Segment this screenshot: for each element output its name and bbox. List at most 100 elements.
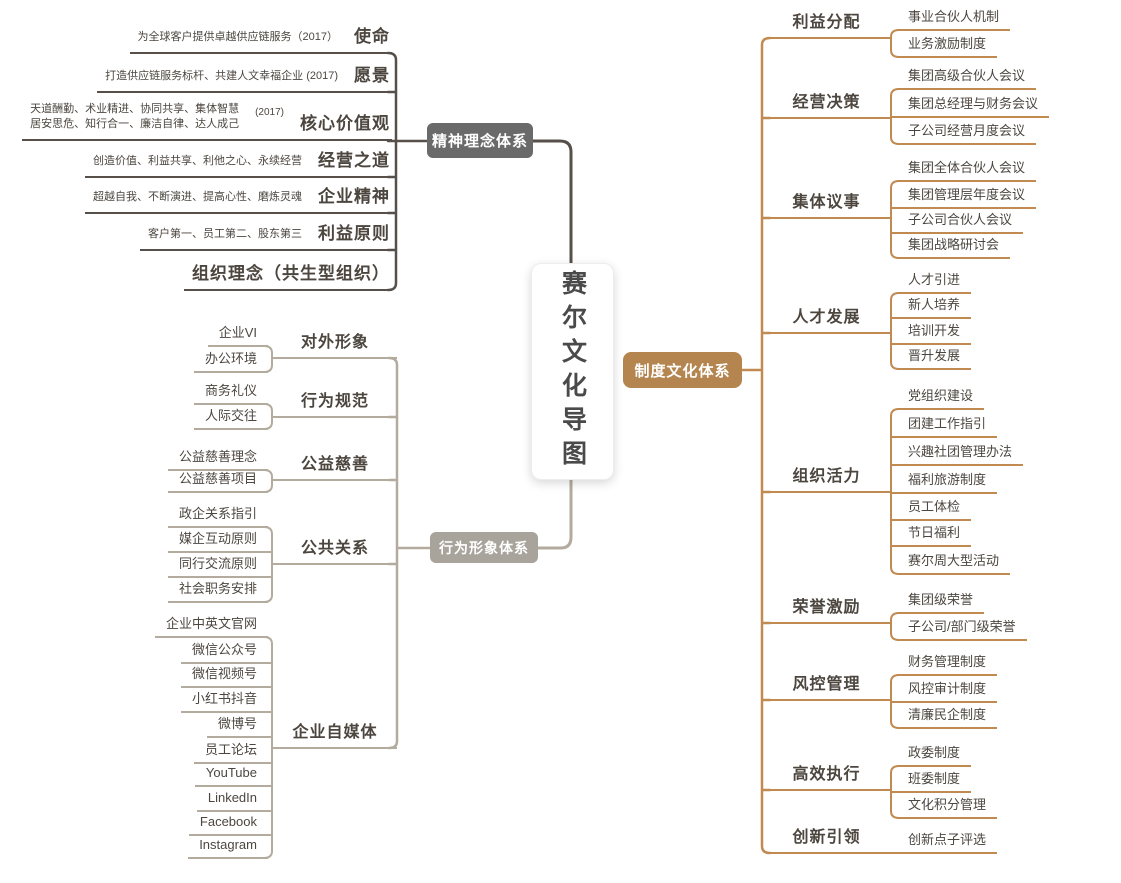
- connector-path: [740, 36, 772, 855]
- topic-business-philosophy[interactable]: 创造价值、利益共享、利他之心、永续经营 经营之道: [85, 146, 392, 178]
- category-topic[interactable]: 行为规范: [273, 388, 397, 418]
- child-topic[interactable]: Facebook: [188, 811, 268, 836]
- child-topic[interactable]: 社会职务安排: [167, 578, 268, 603]
- topic-core-values[interactable]: 天道酬勤、术业精进、协同共享、集体智慧 居安思危、知行合一、廉洁自律、达人成己 …: [22, 98, 392, 141]
- topic-label: 使命: [354, 27, 390, 46]
- category-topic[interactable]: 公共关系: [273, 535, 397, 565]
- topic-enterprise-spirit[interactable]: 超越自我、不断演进、提高心性、磨炼灵魂 企业精神: [85, 182, 392, 214]
- child-topic[interactable]: 节日福利: [897, 522, 972, 547]
- child-topic[interactable]: 办公环境: [193, 348, 268, 373]
- child-topic[interactable]: 集团级荣誉: [897, 589, 985, 614]
- child-topic[interactable]: 子公司/部门级荣誉: [897, 616, 1027, 641]
- category-topic[interactable]: 风控管理: [768, 671, 885, 701]
- child-topic[interactable]: 公益慈善理念: [167, 446, 268, 471]
- child-topic[interactable]: 晋升发展: [897, 345, 972, 370]
- connector-path: [263, 636, 281, 859]
- topic-organization-concept[interactable]: 组织理念（共生型组织）: [184, 259, 392, 291]
- connector-path: [884, 292, 900, 370]
- child-topic[interactable]: 培训开发: [897, 320, 972, 345]
- topic-interest-principle[interactable]: 客户第一、员工第二、股东第三 利益原则: [140, 219, 392, 251]
- child-topic[interactable]: 新人培养: [897, 294, 972, 319]
- topic-label: 核心价值观: [300, 114, 390, 133]
- topic-label: 经营之道: [318, 151, 390, 170]
- category-topic[interactable]: 企业自媒体: [273, 719, 397, 749]
- connector-path: [386, 51, 429, 292]
- child-topic[interactable]: 微信视频号: [180, 663, 268, 688]
- topic-label: 利益原则: [318, 224, 390, 243]
- child-topic[interactable]: 同行交流原则: [167, 553, 268, 578]
- category-topic[interactable]: 对外形象: [273, 329, 397, 359]
- connector-path: [884, 180, 900, 259]
- topic-label: 愿景: [354, 66, 390, 85]
- child-topic[interactable]: 集团高级合伙人会议: [897, 65, 1037, 90]
- topic-desc: 为全球客户提供卓越供应链服务（2017）: [137, 31, 338, 43]
- child-topic[interactable]: 员工体检: [897, 496, 972, 521]
- child-topic[interactable]: 企业VI: [207, 322, 268, 347]
- child-topic[interactable]: 集团管理层年度会议: [897, 184, 1037, 209]
- child-topic[interactable]: 赛尔周大型活动: [897, 550, 1011, 575]
- child-topic[interactable]: YouTube: [194, 762, 268, 787]
- category-topic[interactable]: 组织活力: [768, 463, 885, 493]
- center-topic-title: 赛尔文化导图: [558, 269, 587, 474]
- child-topic[interactable]: LinkedIn: [196, 787, 268, 812]
- child-topic[interactable]: 福利旅游制度: [897, 469, 998, 494]
- child-topic[interactable]: 财务管理制度: [897, 651, 998, 676]
- child-topic[interactable]: 文化积分管理: [897, 794, 998, 819]
- child-topic[interactable]: 党组织建设: [897, 385, 985, 410]
- child-topic[interactable]: Instagram: [188, 834, 268, 859]
- child-topic[interactable]: 企业中英文官网: [154, 613, 268, 638]
- category-topic[interactable]: 经营决策: [768, 89, 885, 119]
- category-topic[interactable]: 公益慈善: [273, 451, 397, 481]
- category-topic[interactable]: 利益分配: [768, 9, 885, 39]
- child-topic[interactable]: 政企关系指引: [167, 503, 268, 528]
- child-topic[interactable]: 集团战略研讨会: [897, 234, 1011, 259]
- branch-system-culture[interactable]: 制度文化体系: [623, 352, 742, 388]
- child-topic[interactable]: 员工论坛: [193, 739, 268, 764]
- topic-desc: 天道酬勤、术业精进、协同共享、集体智慧 居安思危、知行合一、廉洁自律、达人成己: [30, 103, 240, 130]
- topic-mission[interactable]: 为全球客户提供卓越供应链服务（2017） 使命: [129, 22, 392, 54]
- child-topic[interactable]: 子公司合伙人会议: [897, 209, 1024, 234]
- child-topic[interactable]: 风控审计制度: [897, 678, 998, 703]
- topic-vision[interactable]: 打造供应链服务标杆、共建人文幸福企业 (2017) 愿景: [97, 61, 392, 93]
- child-topic[interactable]: 微博号: [206, 713, 268, 738]
- connector-path: [531, 139, 573, 266]
- child-topic[interactable]: 人才引进: [897, 269, 972, 294]
- topic-desc: 打造供应链服务标杆、共建人文幸福企业 (2017): [105, 70, 338, 82]
- topic-desc: 创造价值、利益共享、利他之心、永续经营: [93, 155, 302, 167]
- category-topic[interactable]: 高效执行: [768, 761, 885, 791]
- child-topic[interactable]: 创新点子评选: [897, 829, 998, 854]
- category-topic[interactable]: 集体议事: [768, 189, 885, 219]
- child-topic[interactable]: 公益慈善项目: [167, 468, 268, 493]
- topic-desc: 客户第一、员工第二、股东第三: [148, 228, 302, 240]
- connector-path: [884, 29, 900, 58]
- topic-label: 企业精神: [318, 187, 390, 206]
- category-topic[interactable]: 人才发展: [768, 304, 885, 334]
- topic-label: 组织理念（共生型组织）: [192, 264, 390, 283]
- child-topic[interactable]: 小红书抖音: [180, 688, 268, 713]
- child-topic[interactable]: 业务激励制度: [897, 33, 998, 58]
- child-topic[interactable]: 子公司经营月度会议: [897, 120, 1037, 145]
- child-topic[interactable]: 兴趣社团管理办法: [897, 441, 1024, 466]
- child-topic[interactable]: 媒企互动原则: [167, 528, 268, 553]
- child-topic[interactable]: 商务礼仪: [193, 380, 268, 405]
- child-topic[interactable]: 微信公众号: [180, 639, 268, 664]
- child-topic[interactable]: 集团总经理与财务会议: [897, 93, 1050, 118]
- child-topic[interactable]: 班委制度: [897, 768, 972, 793]
- connector-path: [536, 475, 573, 550]
- child-topic[interactable]: 人际交往: [193, 405, 268, 430]
- topic-year: (2017): [255, 106, 284, 118]
- child-topic[interactable]: 政委制度: [897, 742, 972, 767]
- connector-path: [884, 612, 900, 641]
- child-topic[interactable]: 团建工作指引: [897, 413, 998, 438]
- child-topic[interactable]: 事业合伙人机制: [897, 6, 1011, 31]
- child-topic[interactable]: 清廉民企制度: [897, 704, 998, 729]
- center-topic[interactable]: 赛尔文化导图: [531, 263, 614, 480]
- child-topic[interactable]: 集团全体合伙人会议: [897, 157, 1037, 182]
- branch-spirit-system[interactable]: 精神理念体系: [427, 123, 533, 158]
- category-topic[interactable]: 荣誉激励: [768, 594, 885, 624]
- category-topic[interactable]: 创新引领: [768, 824, 885, 854]
- connector-path: [263, 526, 281, 603]
- branch-behavior-system[interactable]: 行为形象体系: [430, 532, 538, 563]
- topic-desc: 超越自我、不断演进、提高心性、磨炼灵魂: [93, 191, 302, 203]
